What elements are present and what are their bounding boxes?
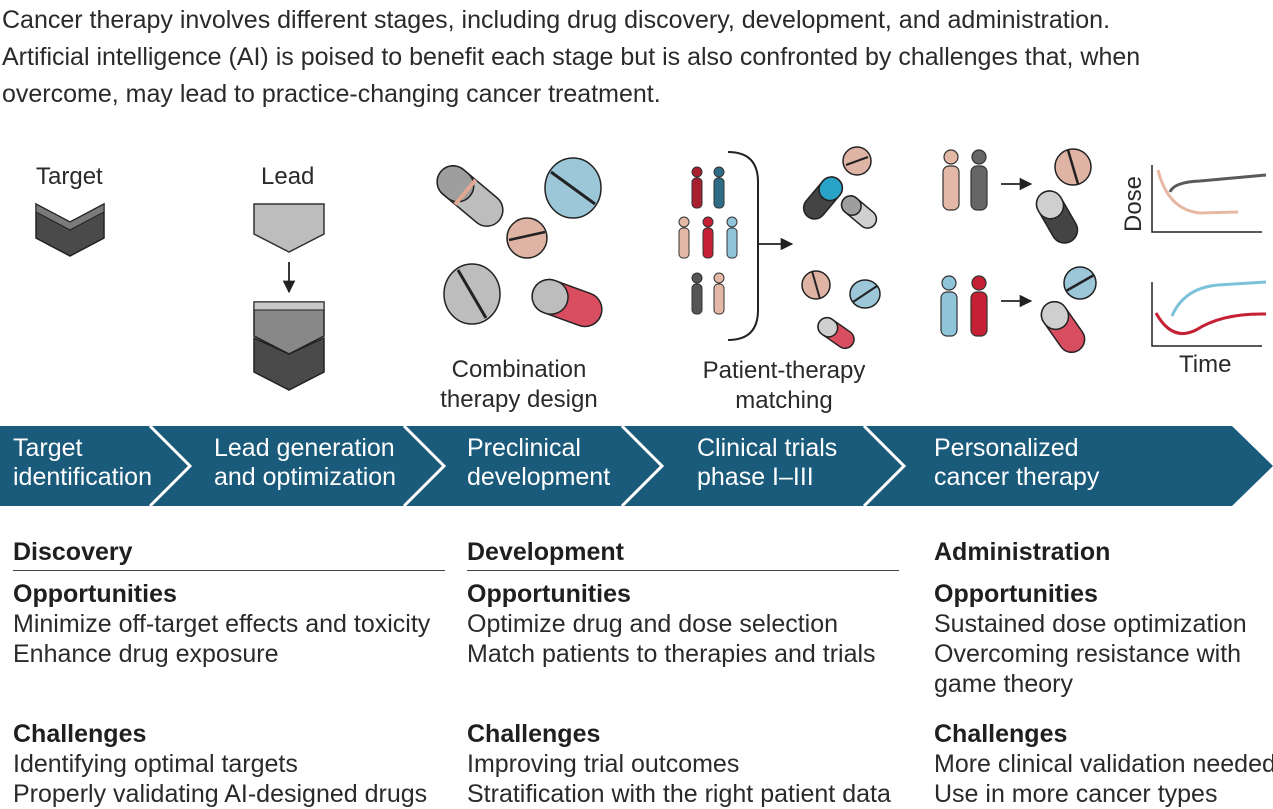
opportunities-heading: Opportunities <box>467 580 631 608</box>
list-item: Improving trial outcomes <box>467 750 740 778</box>
target-block-icon <box>35 202 105 257</box>
list-item: Use in more cancer types <box>934 780 1218 808</box>
intro-text: Cancer therapy involves different stages… <box>2 2 1262 113</box>
stage-personalized-therapy: Personalized cancer therapy <box>934 434 1100 491</box>
matching-label: Patient-therapy matching <box>702 357 866 414</box>
combination-label: Combination therapy design <box>440 356 598 413</box>
list-item: Stratification with the right patient da… <box>467 780 891 808</box>
target-label: Target <box>36 163 103 190</box>
list-item: game theory <box>934 670 1073 698</box>
challenges-heading: Challenges <box>13 720 147 748</box>
list-item: Match patients to therapies and trials <box>467 640 876 668</box>
dose-time-plots <box>1151 165 1267 347</box>
intro-line-1: Cancer therapy involves different stages… <box>2 6 1111 34</box>
list-item: Overcoming resistance with <box>934 640 1242 668</box>
combination-pills-icon <box>436 157 603 328</box>
challenges-heading: Challenges <box>934 720 1068 748</box>
stage-target-identification: Target identification <box>13 434 152 491</box>
column-administration: Administration Opportunities Sustained d… <box>934 536 1273 809</box>
patient-group-icon <box>678 151 794 341</box>
stage-arrow-band <box>0 426 1273 506</box>
phase-heading: Administration <box>934 538 1111 566</box>
intro-line-2: Artificial intelligence (AI) is poised t… <box>2 43 1141 71</box>
stage-lead-generation: Lead generation and optimization <box>214 434 397 491</box>
list-item: Properly validating AI-designed drugs <box>13 780 428 808</box>
intro-line-3: overcome, may lead to practice-changing … <box>2 80 661 108</box>
list-item: Minimize off-target effects and toxicity <box>13 610 431 638</box>
opportunities-heading: Opportunities <box>934 580 1098 608</box>
phase-heading: Development <box>467 536 899 571</box>
list-item: Sustained dose optimization <box>934 610 1247 638</box>
column-discovery: Discovery Opportunities Minimize off-tar… <box>13 536 445 809</box>
stage-preclinical-development: Preclinical development <box>467 434 611 491</box>
matched-pills-icon <box>801 146 881 350</box>
list-item: More clinical validation needed <box>934 750 1273 778</box>
time-axis-label: Time <box>1179 351 1232 378</box>
challenges-heading: Challenges <box>467 720 601 748</box>
lead-label: Lead <box>261 163 315 190</box>
column-development: Development Opportunities Optimize drug … <box>467 536 899 809</box>
dose-axis-label: Dose <box>1120 175 1147 232</box>
phase-heading: Discovery <box>13 536 445 571</box>
stage-clinical-trials: Clinical trials phase I–III <box>697 434 838 491</box>
list-item: Optimize drug and dose selection <box>467 610 839 638</box>
illustration <box>35 146 1267 391</box>
opportunities-heading: Opportunities <box>13 580 177 608</box>
list-item: Identifying optimal targets <box>13 750 298 778</box>
list-item: Enhance drug exposure <box>13 640 279 668</box>
lead-block-icon <box>253 203 325 391</box>
personalized-therapy-icon <box>940 148 1097 354</box>
